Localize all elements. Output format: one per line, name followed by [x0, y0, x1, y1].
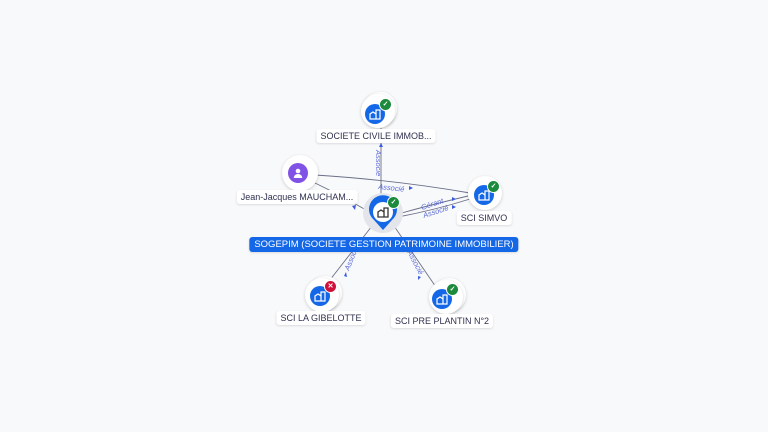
node-societe-civile[interactable]: ✓: [357, 90, 405, 138]
node-sci-simvo[interactable]: ✓: [466, 176, 506, 216]
node-jean-jacques[interactable]: [280, 155, 320, 195]
active-check-badge: ✓: [379, 98, 392, 111]
node-label-sci-pre-plantin[interactable]: SCI PRE PLANTIN N°2: [390, 314, 494, 328]
closed-cross-badge: ✕: [324, 280, 337, 293]
node-sci-la-gibelotte[interactable]: ✕: [302, 276, 346, 316]
building-icon: [377, 207, 389, 218]
building-icon: [369, 109, 381, 120]
edge-center-sci-simvo-associe: [397, 198, 471, 218]
active-check-badge: ✓: [487, 180, 500, 193]
edge-center-sci-pre-plantin: [393, 225, 439, 291]
edge-center-sci-la-gibelotte: [325, 225, 373, 286]
active-check-badge: ✓: [446, 283, 459, 296]
node-center-sogepim[interactable]: ✓: [360, 190, 408, 240]
person-circle: [288, 163, 308, 183]
person-icon: [293, 168, 303, 178]
arrow-head: [409, 186, 413, 190]
arrow-head: [452, 197, 456, 201]
arrow-head: [344, 272, 347, 277]
building-icon: [314, 291, 326, 302]
edge-label: Associé: [405, 248, 426, 276]
active-check-badge: ✓: [387, 196, 400, 209]
arrow-head: [352, 205, 356, 210]
node-label-jean-jacques[interactable]: Jean-Jacques MAUCHAM...: [236, 190, 358, 204]
arrow-head: [418, 276, 421, 280]
building-icon: [436, 294, 448, 305]
node-label-sci-la-gibelotte[interactable]: SCI LA GIBELOTTE: [276, 311, 366, 325]
edge-jean-jacques-sci-simvo: [314, 174, 471, 194]
node-label-societe-civile[interactable]: SOCIETE CIVILE IMMOB...: [316, 129, 436, 143]
edge-center-sci-simvo-gerant: [397, 195, 469, 215]
node-label-sci-simvo[interactable]: SCI SIMVO: [456, 211, 512, 225]
edge-label: Associé: [374, 149, 383, 176]
node-sci-pre-plantin[interactable]: ✓: [426, 278, 470, 318]
arrow-head: [379, 143, 383, 147]
arrow-head: [452, 205, 456, 209]
node-label-center[interactable]: SOGEPIM (SOCIETE GESTION PATRIMOINE IMMO…: [249, 237, 519, 252]
edge-label: Associé: [377, 182, 405, 194]
